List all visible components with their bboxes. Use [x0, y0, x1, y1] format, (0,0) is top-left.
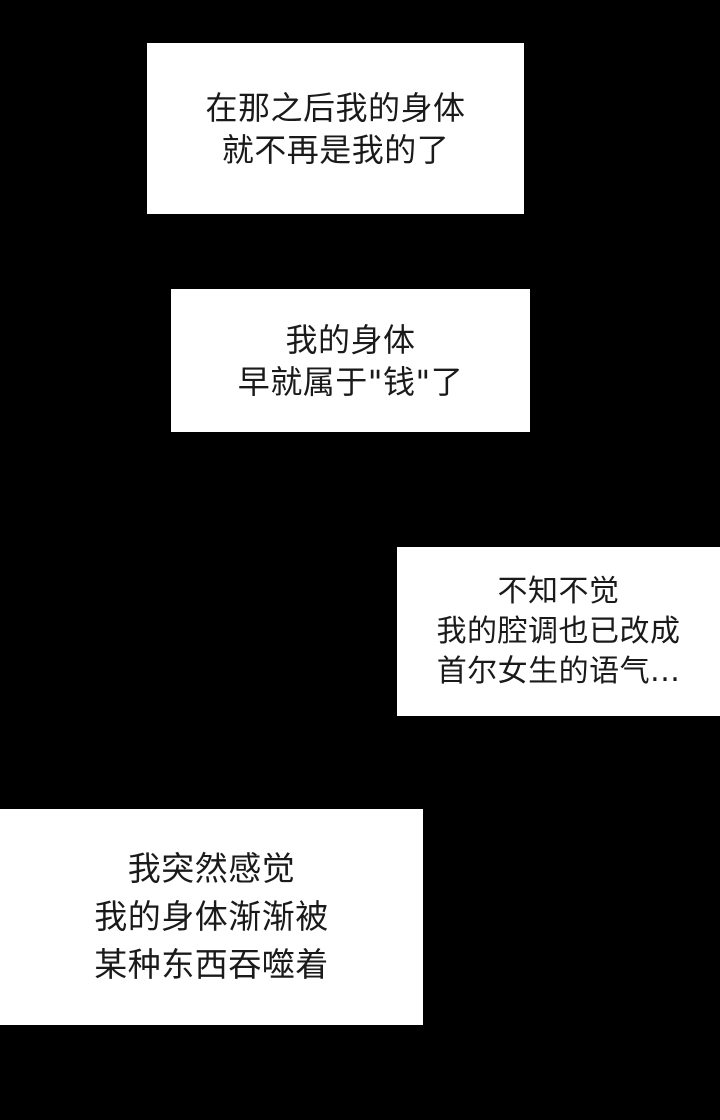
caption-4-line-2: 我的身体渐渐被	[94, 897, 329, 936]
caption-4-line-1: 我突然感觉	[127, 849, 296, 888]
caption-2-line-1: 我的身体	[285, 320, 416, 359]
caption-box-3: 不知不觉 我的腔调也已改成 首尔女生的语气...	[397, 547, 720, 716]
caption-3-line-2: 我的腔调也已改成	[436, 613, 681, 649]
caption-box-2: 我的身体 早就属于"钱"了	[171, 289, 530, 432]
caption-4-line-3: 某种东西吞噬着	[94, 945, 329, 984]
caption-box-4: 我突然感觉 我的身体渐渐被 某种东西吞噬着	[0, 809, 423, 1025]
caption-3-line-3: 首尔女生的语气...	[436, 653, 681, 689]
caption-3-line-1: 不知不觉	[497, 573, 620, 609]
caption-2-line-2: 早就属于"钱"了	[237, 362, 464, 401]
caption-1-line-2: 就不再是我的了	[221, 130, 450, 169]
caption-box-1: 在那之后我的身体 就不再是我的了	[147, 43, 524, 214]
caption-1-line-1: 在那之后我的身体	[205, 88, 466, 127]
